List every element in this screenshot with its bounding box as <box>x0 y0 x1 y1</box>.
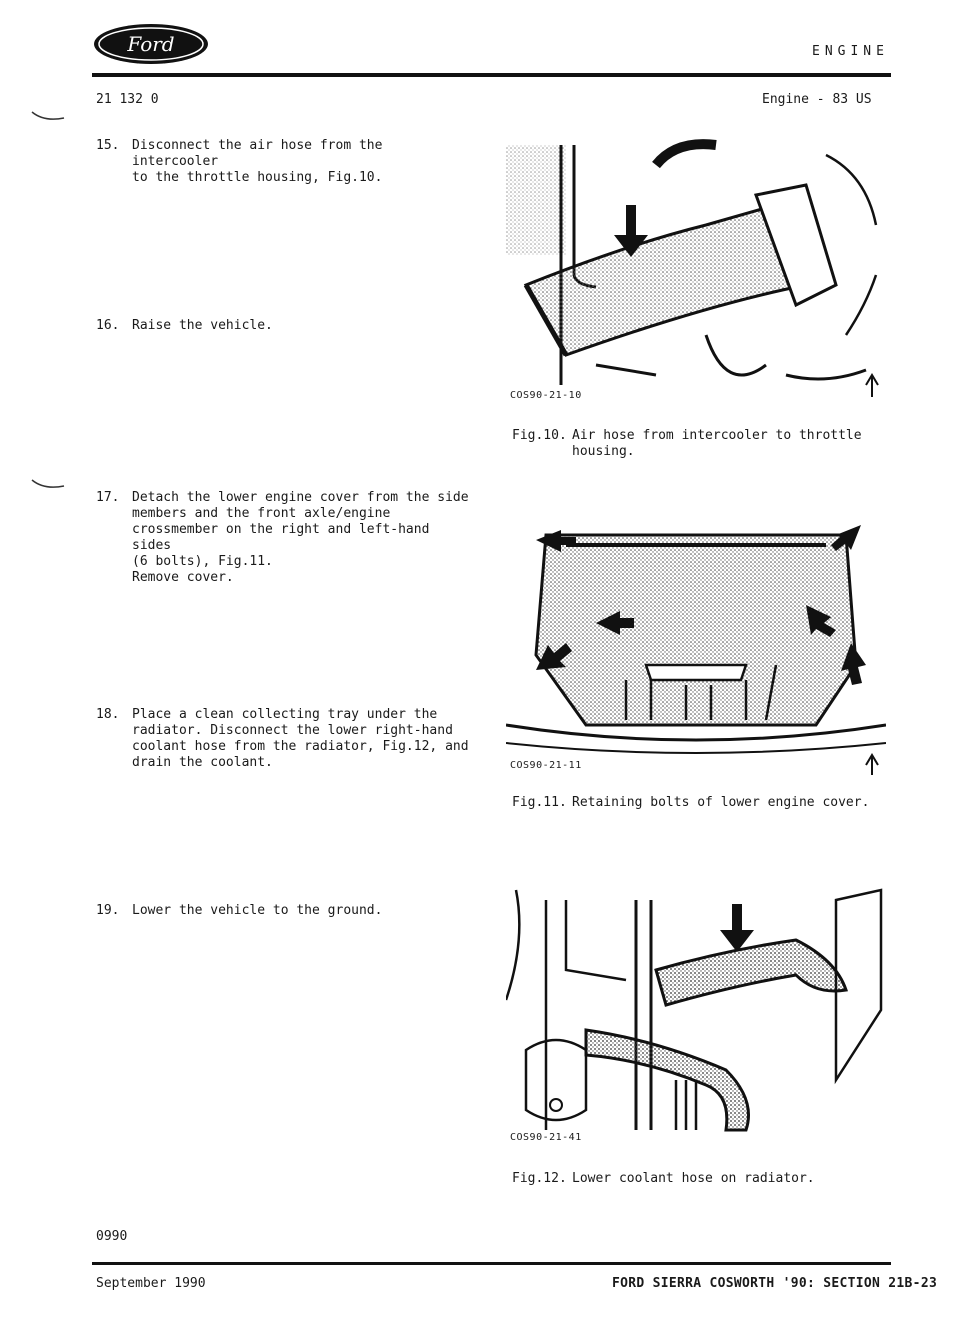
step-16: 16. Raise the vehicle. <box>96 318 476 334</box>
figure-code: COS90-21-10 <box>510 390 582 401</box>
step-text: Place a clean collecting tray under the … <box>132 707 469 770</box>
step-17: 17. Detach the lower engine cover from t… <box>96 490 476 586</box>
figure-12-image: COS90-21-41 <box>506 880 886 1145</box>
margin-mark <box>31 479 65 488</box>
step-number: 18. <box>96 707 120 722</box>
figure-label: Fig.10. <box>512 428 567 443</box>
step-19: 19. Lower the vehicle to the ground. <box>96 903 476 919</box>
ford-logo: Ford <box>92 22 210 66</box>
step-text: Lower the vehicle to the ground. <box>132 903 383 918</box>
figure-11-image: COS90-21-11 <box>506 505 886 775</box>
step-text: Raise the vehicle. <box>132 318 273 333</box>
figure-label: Fig.11. <box>512 795 567 810</box>
figure-code: COS90-21-11 <box>510 760 582 771</box>
step-15: 15. Disconnect the air hose from the int… <box>96 138 476 186</box>
step-number: 17. <box>96 490 120 505</box>
figure-code: COS90-21-41 <box>510 1132 582 1143</box>
figure-11-caption: Fig.11. Retaining bolts of lower engine … <box>512 795 882 811</box>
header-rule <box>92 73 891 77</box>
figure-caption-text: Air hose from intercooler to throttle ho… <box>572 428 862 459</box>
margin-mark <box>31 111 65 120</box>
footer-rule <box>92 1262 891 1265</box>
doc-number: 21 132 0 <box>96 92 159 107</box>
step-text: Disconnect the air hose from the interco… <box>132 138 383 185</box>
engine-ref: Engine - 83 US <box>762 92 872 107</box>
figure-caption-text: Lower coolant hose on radiator. <box>572 1171 815 1186</box>
footer-code: 0990 <box>96 1229 128 1244</box>
figure-12-caption: Fig.12. Lower coolant hose on radiator. <box>512 1171 882 1187</box>
figure-label: Fig.12. <box>512 1171 567 1186</box>
footer-date: September 1990 <box>96 1276 206 1291</box>
step-number: 16. <box>96 318 120 333</box>
step-text: Detach the lower engine cover from the s… <box>132 490 469 585</box>
figure-10-image: COS90-21-10 <box>506 135 886 405</box>
step-18: 18. Place a clean collecting tray under … <box>96 707 476 771</box>
figure-10-caption: Fig.10. Air hose from intercooler to thr… <box>512 428 882 460</box>
figure-caption-text: Retaining bolts of lower engine cover. <box>572 795 870 810</box>
footer-section: FORD SIERRA COSWORTH '90: SECTION 21B-23 <box>612 1276 938 1291</box>
step-number: 19. <box>96 903 120 918</box>
section-name: ENGINE <box>812 44 889 59</box>
step-number: 15. <box>96 138 120 153</box>
ford-logo-text: Ford <box>126 32 174 56</box>
